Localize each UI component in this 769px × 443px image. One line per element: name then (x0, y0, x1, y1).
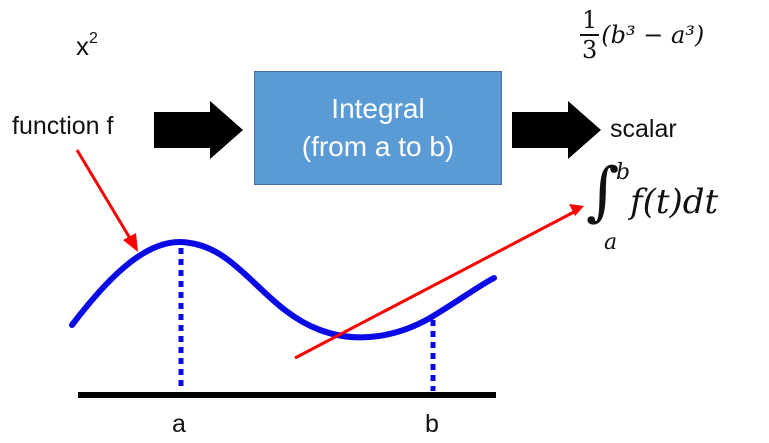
input-label: function f (12, 112, 114, 140)
integral-lower-limit: a (604, 230, 618, 255)
box-line-2: (from a to b) (301, 131, 455, 162)
result-expression: (b³ − a³) (601, 21, 705, 49)
result-denominator: 3 (582, 36, 598, 64)
integral-box: Integral (from a to b) (254, 71, 502, 185)
pointer-arrow-to-curve (75, 149, 133, 241)
axis-label-b: b (425, 410, 439, 438)
pointer-arrowhead-curve (123, 233, 138, 252)
box-line-1: Integral (331, 93, 425, 124)
result-fraction: 1 3 (580, 6, 600, 64)
result-numerator: 1 (580, 6, 600, 36)
integrand: f(t)dt (630, 182, 719, 222)
pointer-arrowhead-integral (569, 204, 584, 216)
function-curve (69, 238, 497, 341)
integral-sign: ∫ (586, 155, 620, 229)
input-arrow (154, 101, 243, 159)
input-example: x2 (76, 30, 98, 61)
axis-label-a: a (172, 410, 186, 438)
pointer-arrow-to-integral (294, 210, 575, 360)
result-formula: 1 3 (b³ − a³) (580, 6, 704, 64)
output-arrow (512, 101, 601, 159)
output-label: scalar (610, 115, 677, 143)
integral-upper-limit: b (616, 160, 631, 185)
